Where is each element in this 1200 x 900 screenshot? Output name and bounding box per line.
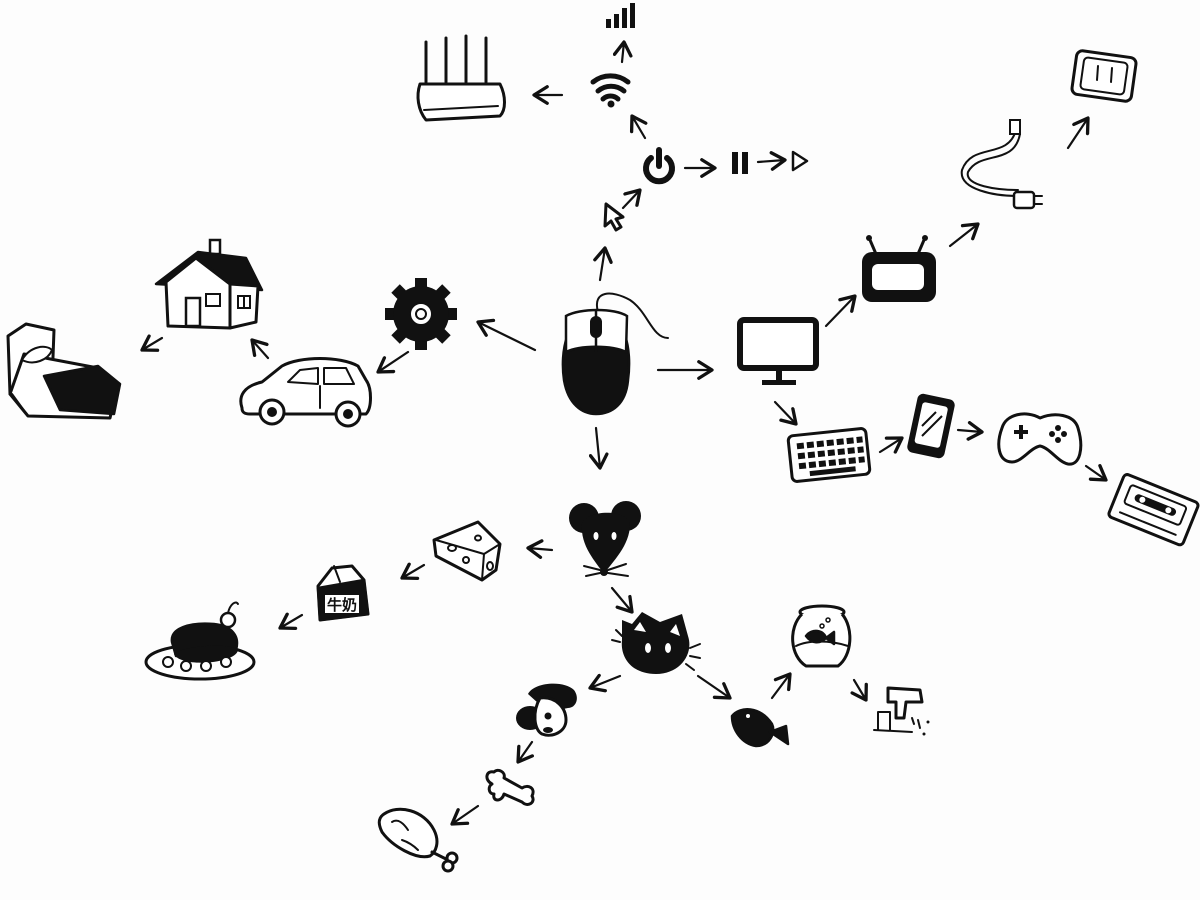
arrow-milk-to-cake (278, 612, 304, 631)
pause-icon (732, 152, 748, 174)
computer-mouse-icon (561, 292, 669, 416)
arrow-cat-to-fish (696, 674, 732, 700)
cassette-icon (1107, 473, 1200, 547)
arrow-phone-to-gamepad (956, 421, 984, 441)
arrow-rat-to-cheese (526, 539, 554, 559)
fish-icon (730, 708, 790, 748)
arrow-bone-to-drumstick (450, 804, 480, 826)
arrow-wifi-to-signal (612, 40, 633, 64)
cursor-arrow-icon (603, 202, 625, 232)
gamepad-icon (997, 412, 1083, 466)
fishbowl-icon (791, 604, 852, 668)
arrow-cheese-to-milk (400, 562, 426, 581)
faucet-icon (873, 686, 930, 736)
arrow-mouse-to-rat (588, 426, 609, 470)
car-icon (239, 357, 372, 428)
cheese-icon (432, 520, 502, 582)
monitor-icon (737, 317, 819, 385)
milk-carton-icon: 牛奶 (316, 564, 370, 622)
house-icon (154, 238, 264, 330)
router-icon (416, 34, 506, 122)
wifi-icon (590, 73, 631, 108)
arrow-fish-to-fishbowl (770, 672, 792, 700)
dog-head-icon (516, 683, 577, 737)
bed-icon (6, 322, 122, 420)
arrow-car-to-house (250, 338, 270, 360)
arrow-gamepad-to-cassette (1084, 464, 1108, 482)
arrow-mouse-to-cursor (593, 246, 613, 282)
arrow-pause-to-play (756, 151, 787, 171)
arrow-dog-to-bone (516, 740, 534, 764)
arrow-house-to-bed (140, 334, 164, 352)
arrow-cable-to-socket (1066, 116, 1090, 150)
milk-carton-label: 牛奶 (327, 596, 357, 614)
drumstick-icon (377, 807, 459, 873)
play-icon (791, 150, 809, 172)
signal-bars-icon (606, 3, 635, 28)
rat-head-icon (569, 501, 641, 577)
connector-arrows (140, 40, 1108, 826)
arrow-tv-to-cable (948, 222, 980, 248)
arrow-cat-to-dog (588, 673, 622, 693)
tv-icon (862, 235, 936, 302)
arrow-mouse-to-gear (476, 318, 537, 352)
arrow-rat-to-cat (610, 586, 634, 614)
arrow-power-to-wifi (629, 114, 648, 140)
keyboard-icon (786, 427, 872, 483)
arrow-cursor-to-power (621, 188, 642, 210)
power-cable-icon (960, 119, 1043, 210)
cake-icon (144, 601, 256, 681)
cat-head-icon (611, 612, 701, 674)
bone-icon (485, 768, 535, 806)
arrow-monitor-to-tv (824, 294, 857, 328)
gear-icon (385, 278, 457, 350)
arrow-gear-to-car (376, 350, 410, 374)
arrow-keyboard-to-phone (878, 436, 904, 454)
power-icon (643, 147, 675, 185)
arrow-fishbowl-to-faucet (850, 678, 868, 702)
smartphone-icon (907, 393, 955, 459)
wall-socket-icon (1070, 49, 1138, 103)
arrow-monitor-to-keyboard (773, 400, 798, 426)
